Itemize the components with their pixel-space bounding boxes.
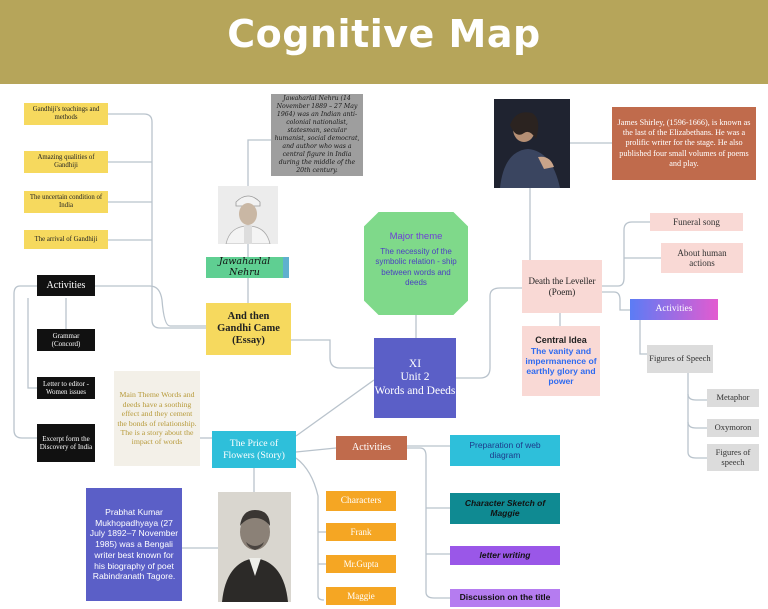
center-node: XI Unit 2 Words and Deeds bbox=[374, 338, 456, 418]
major-theme-text: The necessity of the symbolic relation -… bbox=[375, 246, 457, 288]
figures-of-speech-node: Figures of Speech bbox=[647, 345, 713, 373]
poem-node: Death the Leveller (Poem) bbox=[522, 260, 602, 313]
essay-topic-3: The uncertain condition of India bbox=[24, 191, 108, 213]
title-banner bbox=[0, 0, 768, 84]
story-node: The Price of Flowers (Story) bbox=[212, 431, 296, 468]
prabhat-bio-text: Prabhat Kumar Mukhopadhyaya (27 July 189… bbox=[89, 506, 179, 582]
essay-node: And then Gandhi Came (Essay) bbox=[206, 303, 291, 355]
poem-item-funeral-song: Funeral song bbox=[650, 213, 743, 231]
story-activity-letter-writing: letter writing bbox=[450, 546, 560, 565]
figure-oxymoron: Oxymoron bbox=[707, 419, 759, 437]
major-theme-heading: Major theme bbox=[389, 231, 443, 242]
major-theme-node: Major theme The necessity of the symboli… bbox=[364, 212, 468, 315]
character-maggie: Maggie bbox=[326, 587, 396, 605]
center-line-1: XI bbox=[408, 358, 422, 371]
nehru-bio-text: Jawaharlal Nehru (14 November 1889 – 27 … bbox=[274, 95, 360, 174]
nehru-photo bbox=[218, 186, 278, 244]
poem-item-human-actions: About human actions bbox=[661, 243, 743, 273]
essay-activities-label: Activities bbox=[37, 275, 95, 296]
central-idea-heading: Central Idea bbox=[535, 335, 587, 346]
figure-figures-of-speech: Figures of speech bbox=[707, 444, 759, 471]
story-main-theme: Main Theme Words and deeds have a soothi… bbox=[114, 371, 200, 466]
story-characters-label: Characters bbox=[326, 491, 396, 511]
shirley-portrait bbox=[494, 99, 570, 188]
nehru-bio: Jawaharlal Nehru (14 November 1889 – 27 … bbox=[271, 94, 363, 176]
central-idea-text: The vanity and impermanence of earthly g… bbox=[525, 346, 597, 387]
prabhat-bio: Prabhat Kumar Mukhopadhyaya (27 July 189… bbox=[86, 488, 182, 601]
story-activity-web-diagram: Preparation of web diagram bbox=[450, 435, 560, 466]
essay-activity-3: Excerpt form the Discovery of India bbox=[37, 424, 95, 462]
central-idea-node: Central Idea The vanity and impermanence… bbox=[522, 326, 600, 396]
page-title: Cognitive Map bbox=[227, 12, 541, 56]
poem-activities-label: Activities bbox=[630, 299, 718, 320]
essay-topic-2: Amazing qualities of Gandhiji bbox=[24, 151, 108, 173]
prabhat-photo bbox=[218, 492, 291, 602]
shirley-bio: James Shirley, (1596-1666), is known as … bbox=[612, 107, 756, 180]
center-line-3: Words and Deeds bbox=[374, 384, 456, 397]
story-activity-discussion: Discussion on the title bbox=[450, 589, 560, 607]
story-activities-label: Activities bbox=[336, 436, 407, 460]
essay-topic-1: Gandhiji's teachings and methods bbox=[24, 103, 108, 125]
nehru-label: Jawaharlal Nehru bbox=[206, 257, 289, 278]
essay-topic-4: The arrival of Gandhiji bbox=[24, 230, 108, 249]
center-line-2: Unit 2 bbox=[400, 371, 430, 384]
essay-activity-2: Letter to editor - Women issues bbox=[37, 377, 95, 399]
character-mr-gupta: Mr.Gupta bbox=[326, 555, 396, 573]
figure-metaphor: Metaphor bbox=[707, 389, 759, 407]
character-frank: Frank bbox=[326, 523, 396, 541]
essay-activity-1: Grammar (Concord) bbox=[37, 329, 95, 351]
story-activity-character-sketch: Character Sketch of Maggie bbox=[450, 493, 560, 524]
